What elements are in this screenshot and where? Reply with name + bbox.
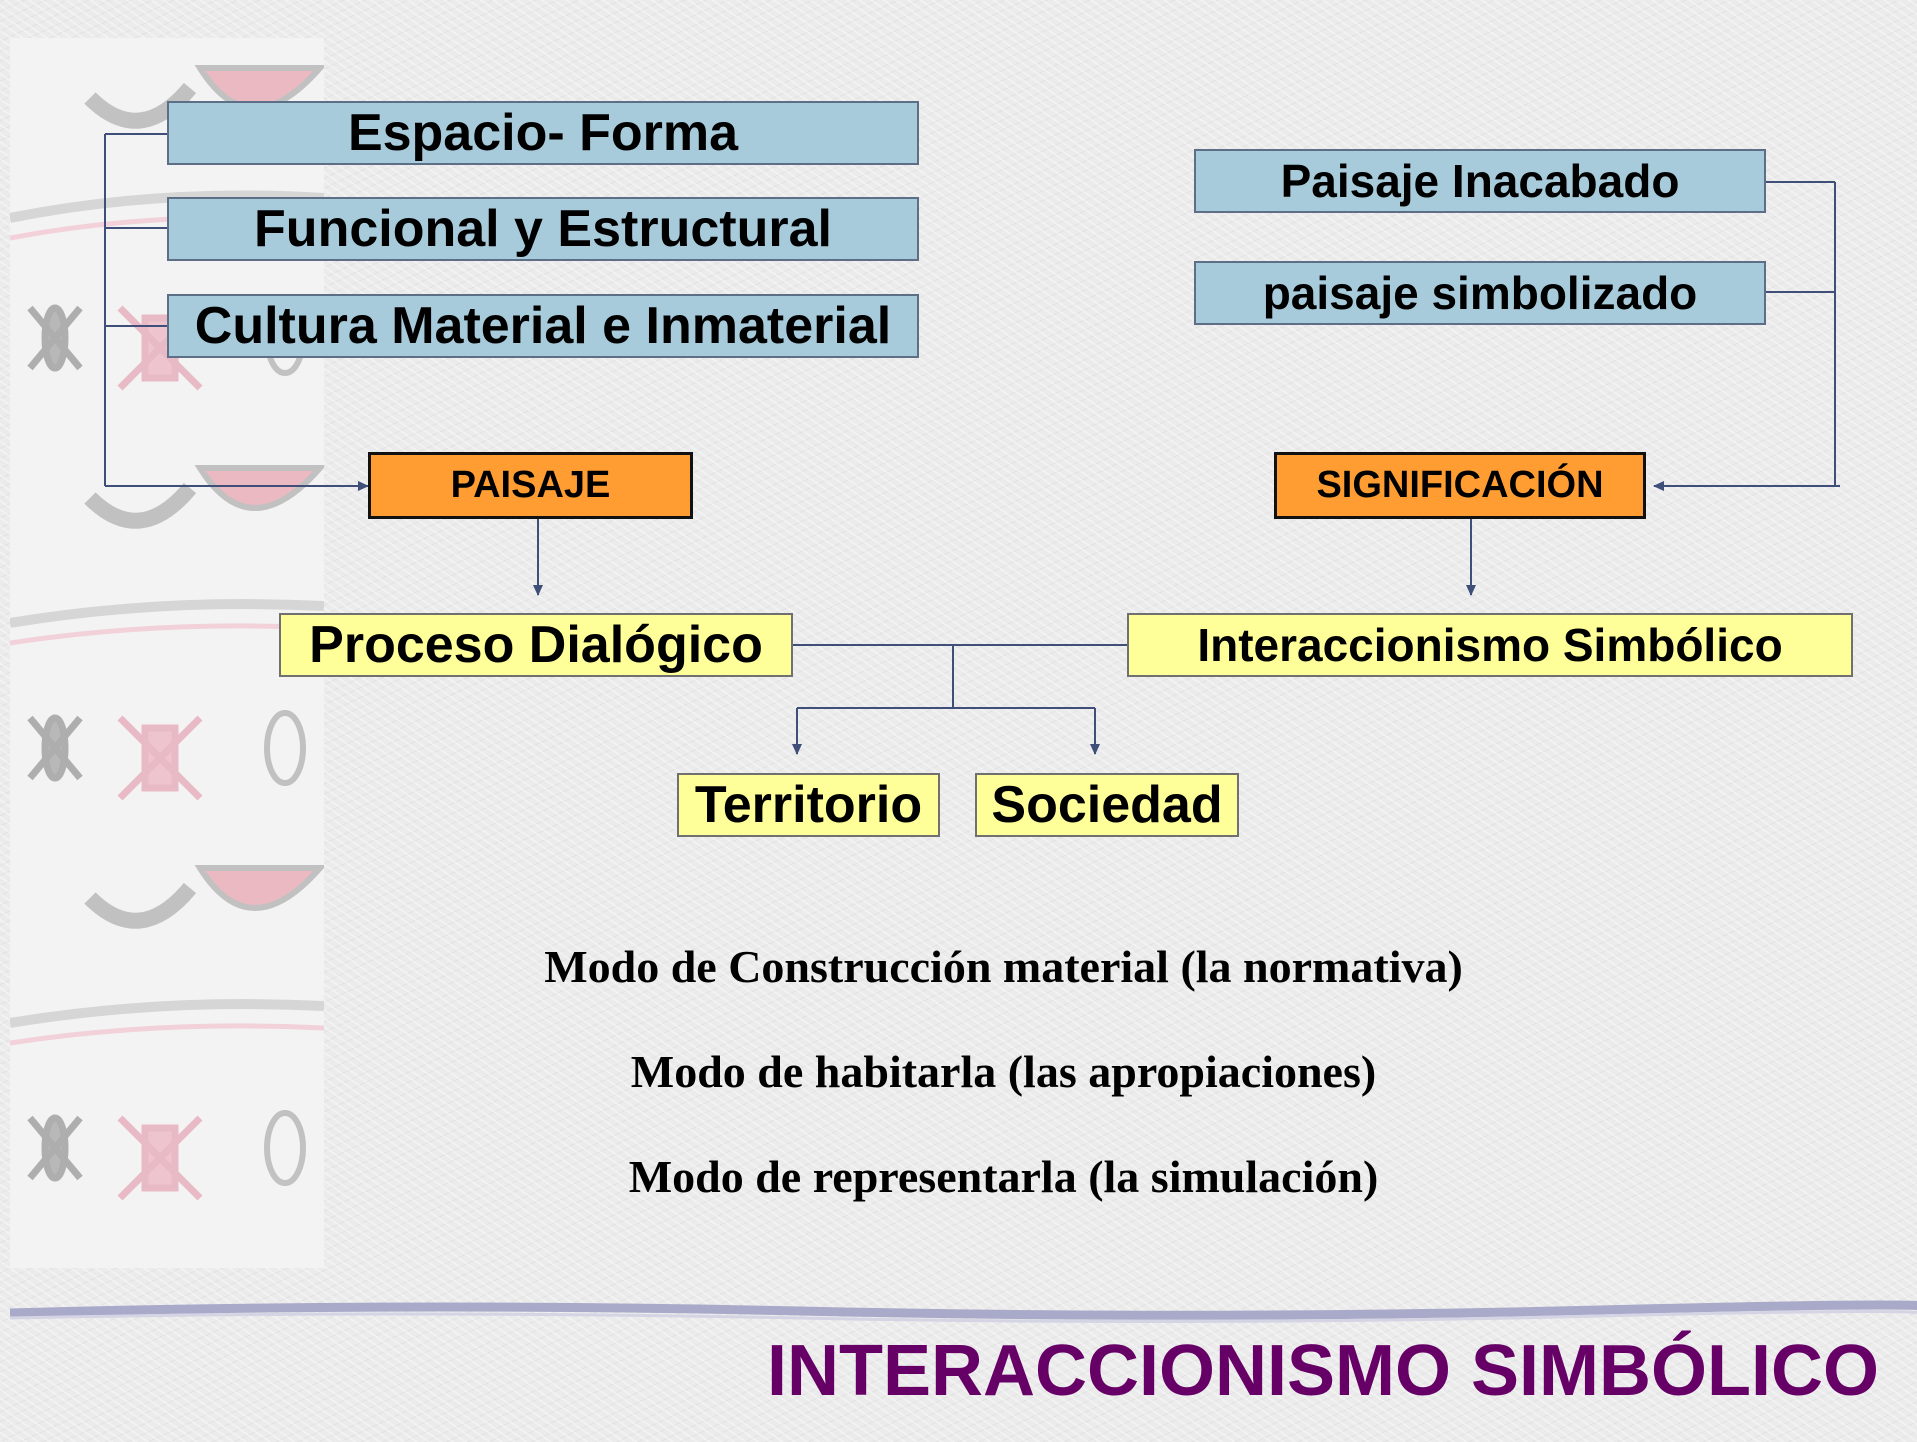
output-sociedad: Sociedad: [975, 773, 1239, 837]
item-cultura-material: Cultura Material e Inmaterial: [167, 294, 919, 358]
result-interaccionismo-simbolico: Interaccionismo Simbólico: [1127, 613, 1853, 677]
node-significacion: SIGNIFICACIÓN: [1274, 452, 1646, 519]
result-proceso-dialogico: Proceso Dialógico: [279, 613, 793, 677]
item-paisaje-simbolizado: paisaje simbolizado: [1194, 261, 1766, 325]
mode-representar: Modo de representarla (la simulación): [628, 1151, 1379, 1202]
decorative-ornament-strip: [10, 38, 324, 1268]
mode-construccion: Modo de Construcción material (la normat…: [544, 941, 1463, 992]
output-territorio: Territorio: [677, 773, 940, 837]
mode-habitar: Modo de habitarla (las apropiaciones): [630, 1046, 1377, 1097]
item-espacio-forma: Espacio- Forma: [167, 101, 919, 165]
item-funcional-estructural: Funcional y Estructural: [167, 197, 919, 261]
slide-title: INTERACCIONISMO SIMBÓLICO: [767, 1331, 1879, 1411]
item-paisaje-inacabado: Paisaje Inacabado: [1194, 149, 1766, 213]
node-paisaje: PAISAJE: [368, 452, 693, 519]
